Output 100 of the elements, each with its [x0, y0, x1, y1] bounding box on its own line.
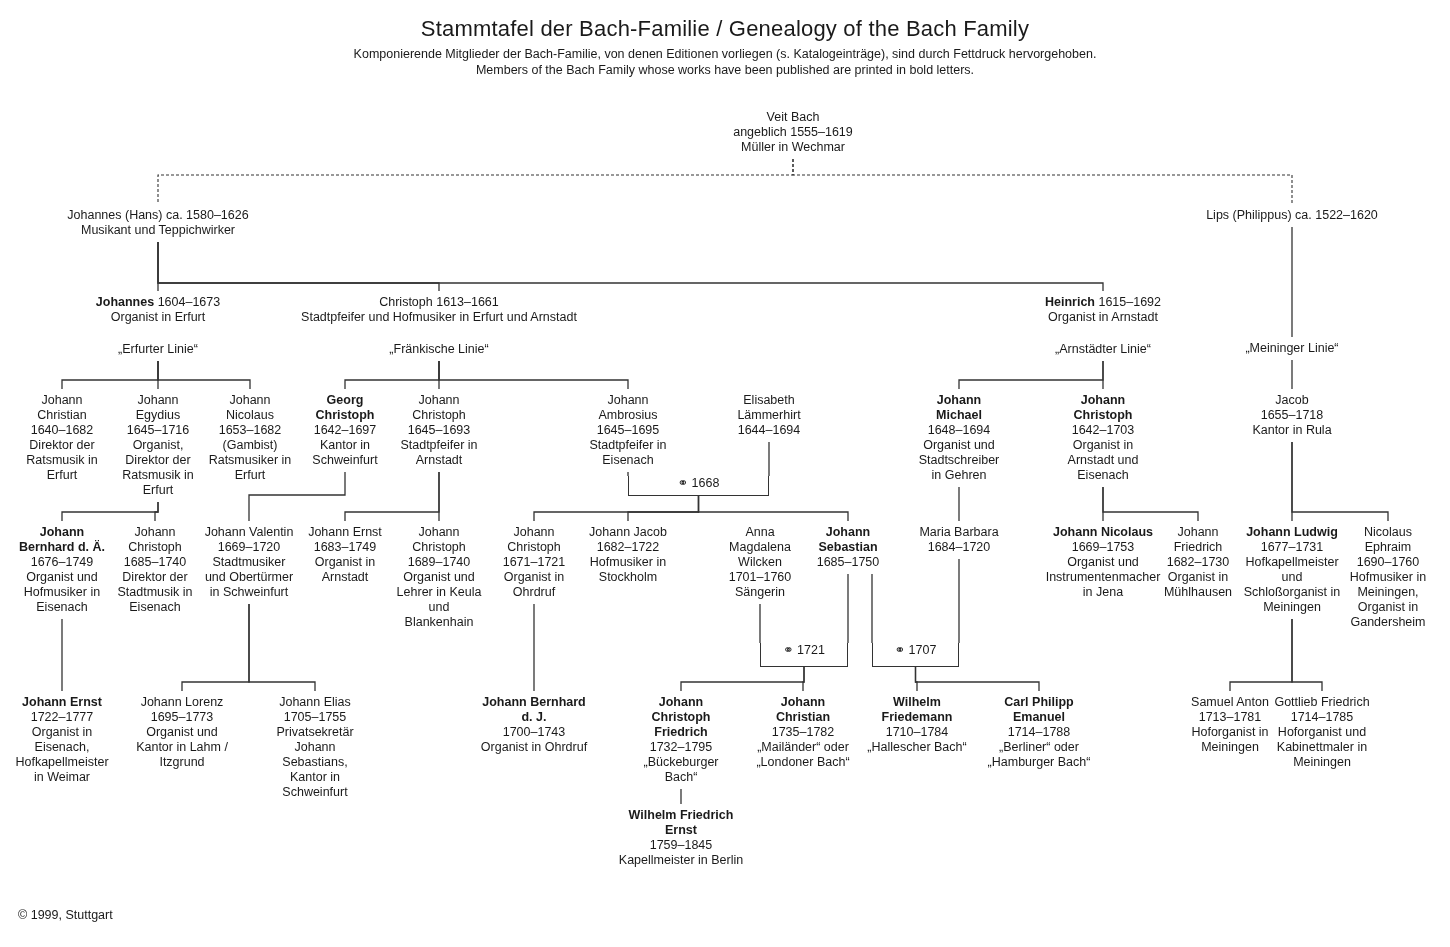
person-info: Kapellmeister in Berlin [618, 853, 744, 868]
person-info: Hofkapellmeister und Schloßorganist in Meiningen [1242, 555, 1342, 615]
person-info: Sängerin [734, 585, 785, 600]
family-line [157, 241, 1104, 292]
person-info: Hoforganist in Meiningen [1190, 725, 1270, 755]
person-info: 1690–1760 [1356, 555, 1420, 570]
person-name: Johann Friedrich [1172, 525, 1224, 555]
person-info: 1642–1697 [313, 423, 377, 438]
person-info: Organist und Lehrer in Keula und Blankenhain [395, 570, 483, 630]
person-info: 1669–1720 [217, 540, 281, 555]
family-line [1291, 226, 1293, 338]
person-info: Kantor in Rula [1252, 423, 1332, 438]
person-info: 1682–1722 [596, 540, 660, 555]
line-label: „Erfurter Linie“ [118, 342, 198, 357]
person-name: Johann Christian [36, 393, 88, 423]
person-name: Samuel Anton [1191, 695, 1269, 710]
marriage-bracket [872, 643, 959, 667]
marriage-year: ⚭ 1707 [894, 643, 937, 658]
person-info: 1732–1795 [649, 740, 713, 755]
person-info: 1655–1718 [1260, 408, 1324, 423]
person-info: Organist und Stadtschreiber in Gehren [917, 438, 1001, 483]
person-name: Johann Bernhard d. Ä. [17, 525, 107, 555]
person-name: Elisabeth Lämmerhirt [736, 393, 802, 423]
family-line [627, 471, 629, 477]
person-name: Maria Barbara [919, 525, 999, 540]
person-info: 1714–1788 [1007, 725, 1071, 740]
line-label: „Fränkische Linie“ [389, 342, 489, 357]
diagram-title: Stammtafel der Bach-Familie / Genealogy of the Bach Family [419, 16, 1031, 42]
family-line [154, 501, 159, 522]
subtitle: Members of the Bach Family whose works have been published are printed in bold letters. [475, 63, 975, 77]
person-name: Johann Nicolaus [1053, 525, 1153, 540]
person-name: Jacob [1275, 393, 1309, 408]
person-info: Stadtpfeifer in Arnstadt [399, 438, 479, 468]
person-info: „Berliner“ oder „Hamburger Bach“ [986, 740, 1092, 770]
person-info: 1648–1694 [927, 423, 991, 438]
family-line [871, 573, 873, 644]
person-info: (Gambist) Ratsmusiker in Erfurt [207, 438, 293, 483]
family-line [533, 603, 535, 692]
person-name: „Meininger Linie“ [1245, 341, 1339, 356]
person-info: 1644–1694 [737, 423, 801, 438]
person-name: Johann Christoph Friedrich [650, 695, 712, 740]
person-info: Organist in Erfurt [110, 310, 206, 325]
person-info: Kantor in Schweinfurt [311, 438, 379, 468]
marriage-bracket [760, 643, 848, 667]
person-info: 1701–1760 [728, 570, 792, 585]
person-info: 1685–1750 [816, 555, 880, 570]
person-info: 1645–1693 [407, 423, 471, 438]
person-info: Müller in Wechmar [741, 140, 845, 155]
person-name: Nicolaus Ephraim [1363, 525, 1413, 555]
person-info: 1671–1721 [502, 555, 566, 570]
person-info: Organist und Kantor in Lahm / Itzgrund [135, 725, 229, 770]
person-name: Johann Christian [774, 695, 832, 725]
family-line [792, 158, 1293, 205]
family-line [248, 603, 316, 692]
person-info: 1653–1682 [218, 423, 282, 438]
person-info: Stadtmusiker und Obertürmer in Schweinfurt [203, 555, 295, 600]
person-info: Hoforganist und Kabinettmaler in Meiningen [1275, 725, 1369, 770]
person-info: Hofmusiker in Stockholm [588, 555, 668, 585]
family-line [680, 788, 682, 805]
person-info: Organist in Ohrdruf [502, 570, 566, 600]
person-name: Johann Christoph [506, 525, 562, 555]
family-line [1102, 360, 1104, 390]
person-info: „Bückeburger Bach“ [642, 755, 720, 785]
family-line [1291, 618, 1323, 692]
person-name: Johann Christoph [411, 525, 467, 555]
person-name: Johann Elias [279, 695, 351, 710]
person-name: Johann Jacob [589, 525, 667, 540]
person-info: 1735–1782 [771, 725, 835, 740]
person-name: Veit Bach [766, 110, 820, 125]
person-info: Organist in Eisenach, Hofkapellmeister in Weimar [14, 725, 110, 785]
person-info: Organist in Arnstadt [313, 555, 377, 585]
family-line [1102, 486, 1199, 522]
person-name: Johann Christoph [127, 525, 183, 555]
person-name: Heinrich 1615–1692 [1044, 295, 1162, 310]
person-info: 1700–1743 [502, 725, 566, 740]
family-line [1291, 359, 1293, 390]
family-line [697, 495, 849, 522]
family-line [802, 666, 805, 692]
person-info: 1676–1749 [30, 555, 94, 570]
person-info: Organist und Instrumentenmacher in Jena [1045, 555, 1161, 600]
person-info: 1682–1730 [1166, 555, 1230, 570]
person-info: Organist und Hofmusiker in Eisenach [22, 570, 102, 615]
person-info: 1640–1682 [30, 423, 94, 438]
person-info: Organist in Arnstadt [1048, 310, 1158, 325]
person-info: Organist in Arnstadt und Eisenach [1066, 438, 1140, 483]
person-info: Stadtpfeifer in Eisenach [588, 438, 668, 468]
subtitle: Komponierende Mitglieder der Bach-Familie, von denen Editionen vorliegen (s. Katalogeinträge), sind durch Fettdruck hervorgehoben. [353, 47, 1097, 61]
person-info: Stadtpfeifer und Hofmusiker in Erfurt und Arnstadt [301, 310, 577, 325]
person-info: 1642–1703 [1071, 423, 1135, 438]
family-line [61, 618, 63, 692]
person-name: Johann Ambrosius [597, 393, 659, 423]
marriage-bracket [628, 476, 769, 496]
person-info: 1684–1720 [927, 540, 991, 555]
family-line [768, 441, 770, 477]
person-info: Privatsekretär Johann Sebastians, Kantor in Schweinfurt [275, 725, 355, 800]
person-info: 1714–1785 [1290, 710, 1354, 725]
person-info: Direktor der Stadtmusik in Eisenach [116, 570, 194, 615]
person-info: 1645–1695 [596, 423, 660, 438]
person-name: Johann Sebastian [817, 525, 879, 555]
person-name: Johannes (Hans) ca. 1580–1626 [67, 208, 249, 223]
